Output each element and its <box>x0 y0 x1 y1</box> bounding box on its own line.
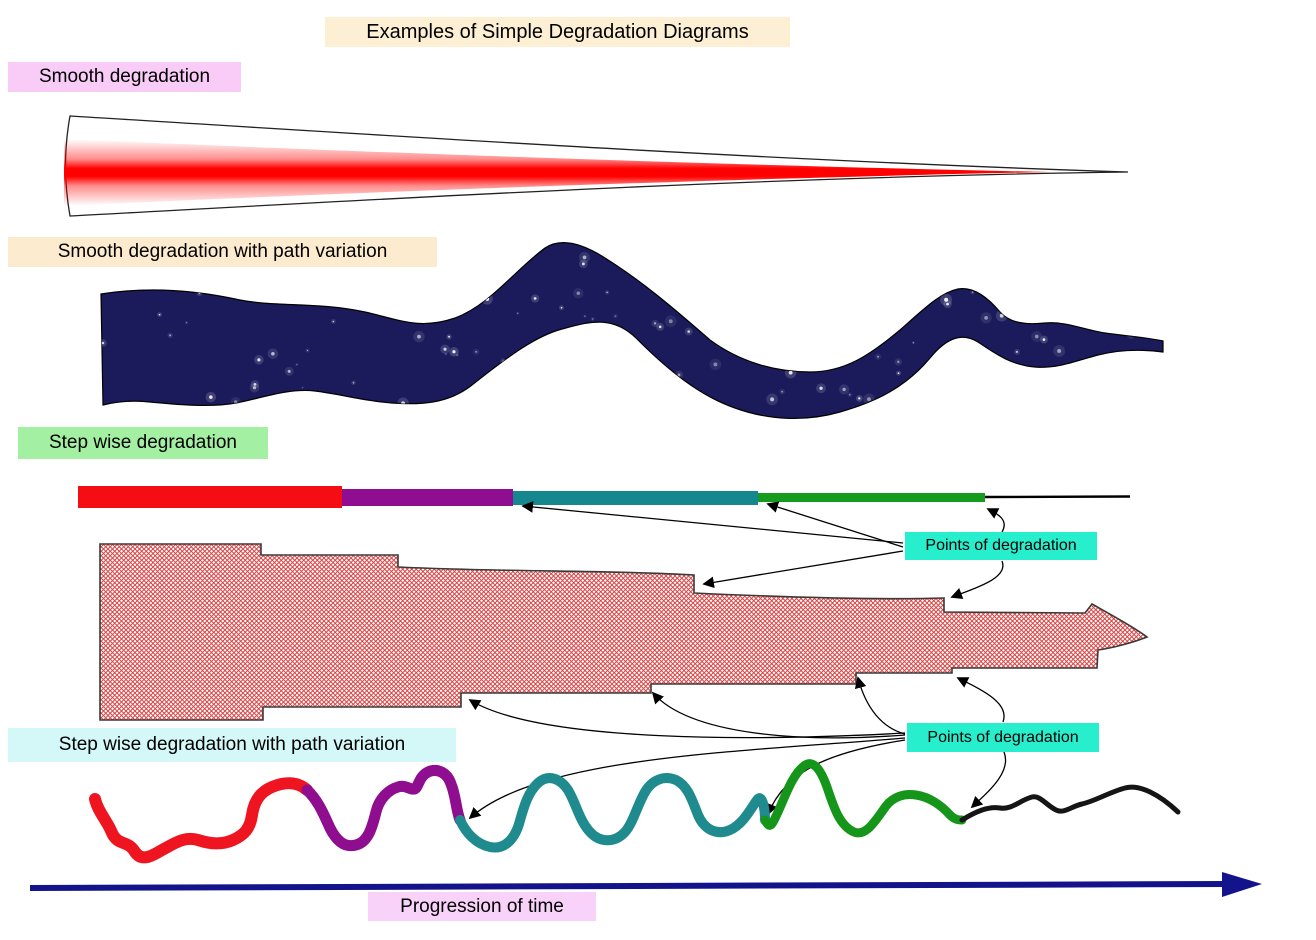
annotation-line <box>468 737 906 820</box>
label-stepwise-degradation: Step wise degradation <box>18 427 268 459</box>
label-smooth-degradation-path-variation: Smooth degradation with path variation <box>8 237 437 267</box>
annotation-line <box>950 560 1004 599</box>
squiggle-purple <box>301 765 466 852</box>
annotation-line <box>956 677 1005 723</box>
starfield-ribbon <box>100 241 1164 419</box>
annotation-line <box>986 508 1005 533</box>
annotation-line <box>702 550 904 589</box>
stepwise-bar-purple <box>342 489 513 506</box>
timeline-arrow <box>29 872 1262 897</box>
squiggle-black <box>959 784 1181 823</box>
hatched-step-band <box>99 543 1149 721</box>
stepwise-bar <box>78 486 1131 508</box>
squiggle-red <box>89 777 313 864</box>
annotation-line <box>970 751 1007 809</box>
stepwise-bar-endline <box>984 495 1131 499</box>
points-annotations-lower <box>468 676 1007 820</box>
annotation-line <box>651 691 906 739</box>
squiggle-teal <box>455 773 770 853</box>
squiggle-green <box>760 759 967 838</box>
timeline-arrow-shaft <box>29 881 1227 891</box>
label-points-of-degradation-lower: Points of degradation <box>907 723 1099 752</box>
label-progression-of-time: Progression of time <box>368 892 596 921</box>
stepwise-bar-green <box>758 493 985 502</box>
stepwise-bar-red <box>78 486 342 508</box>
points-annotations-upper <box>521 501 1005 599</box>
ribbon-shape <box>100 241 1164 419</box>
annotation-line <box>766 501 904 548</box>
funnel-red-band <box>64 139 1050 206</box>
label-stepwise-degradation-path-variation: Step wise degradation with path variatio… <box>8 728 456 762</box>
smooth-degradation-funnel <box>64 115 1129 217</box>
timeline-arrowhead <box>1222 872 1262 897</box>
stepwise-bar-teal <box>513 491 758 505</box>
stepwise-squiggle <box>89 759 1181 864</box>
annotation-line <box>854 676 906 735</box>
annotation-line <box>468 699 906 739</box>
label-points-of-degradation-upper: Points of degradation <box>905 532 1097 560</box>
annotation-line <box>521 501 904 544</box>
label-smooth-degradation: Smooth degradation <box>8 62 241 92</box>
page-title: Examples of Simple Degradation Diagrams <box>325 17 790 47</box>
